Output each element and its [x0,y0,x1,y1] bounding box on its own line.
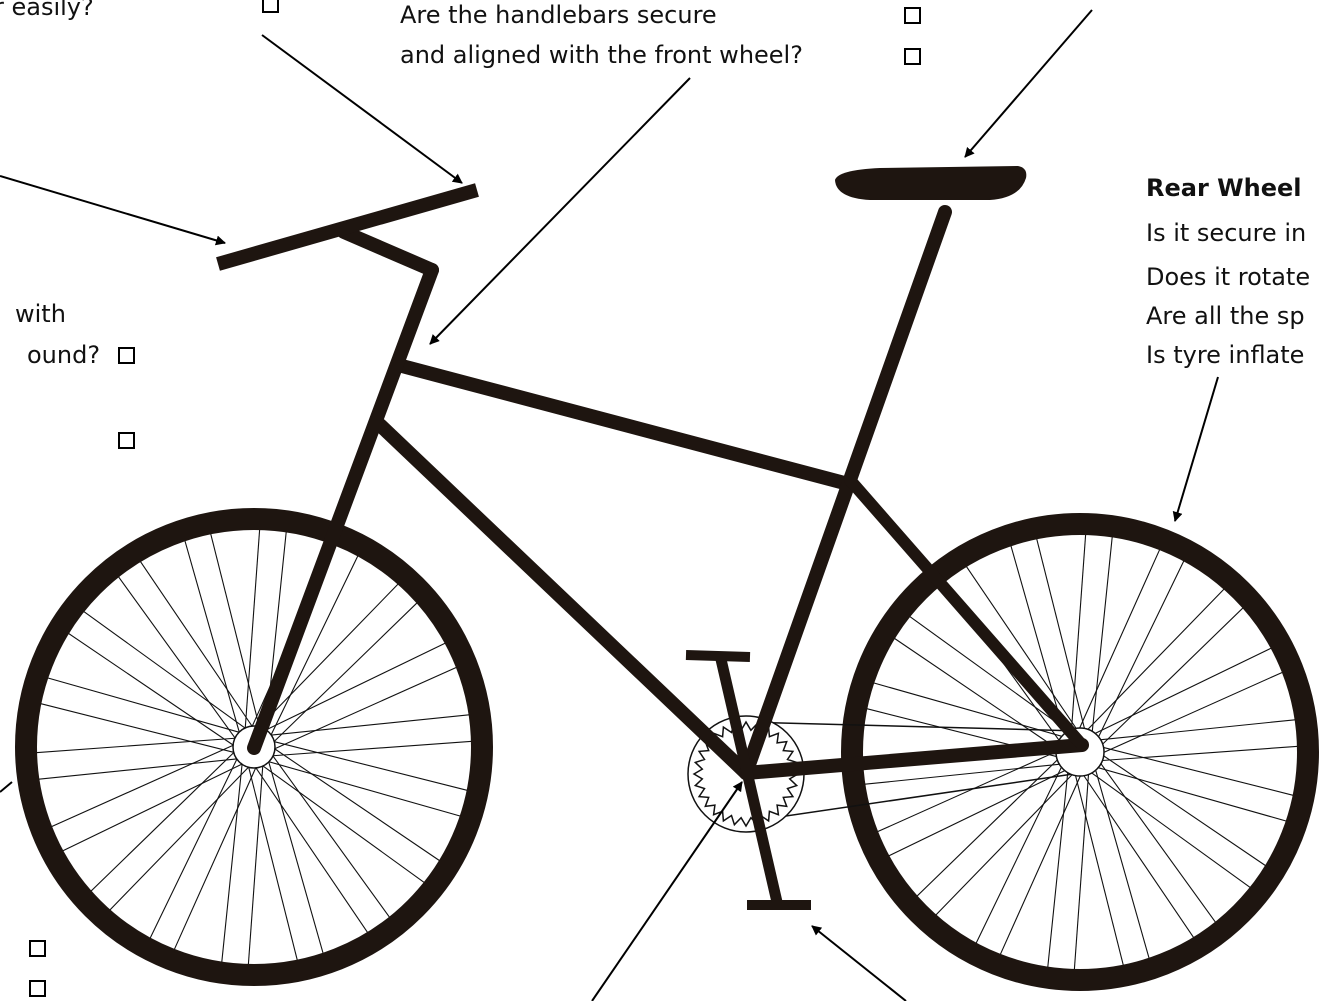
arrow-left-edge [0,782,12,792]
rear-spoke [1080,770,1195,940]
rear-spoke [1077,547,1161,734]
front-spoke [82,610,248,730]
front-spoke [272,747,442,862]
arrow-pedal [812,926,906,1001]
front-spoke [173,765,257,952]
rear-wheel-question-3: Are all the sp [1146,301,1305,332]
rear-spoke [965,564,1080,734]
arrow-chainring [592,782,742,1001]
checkbox-bottom-left-1[interactable] [29,940,46,957]
rear-wheel-title: Rear Wheel [1146,173,1301,204]
saddle [835,166,1026,200]
rear-spoke [1098,752,1268,867]
checkbox-handlebars-aligned[interactable] [904,48,921,65]
frame [254,212,1082,773]
arrow-rear-wheel [1175,377,1218,521]
left-text-2: ound? [27,340,100,371]
handlebars-question-2: and aligned with the front wheel? [400,40,803,71]
annotation-arrows [0,10,1218,1001]
rear-wheel-question-1: Is it secure in [1146,218,1306,249]
arrow-saddle [965,10,1092,157]
checkbox-top-left[interactable] [262,0,279,13]
rear-wheel-question-4: Is tyre inflate [1146,340,1304,371]
fork-and-head-tube [254,270,432,748]
rear-spoke [1096,559,1185,743]
rear-spoke [999,770,1083,957]
pedal-top [686,655,750,657]
checkbox-handlebars-secure[interactable] [904,7,921,24]
checkbox-bottom-left-2[interactable] [29,980,46,997]
rear-spoke [1086,769,1252,889]
checkbox-left-ground[interactable] [118,347,135,364]
seat-tube [746,212,945,773]
stem [344,232,432,270]
rear-wheel-question-2: Does it rotate [1146,262,1310,293]
rear-spoke [1089,647,1273,736]
front-spoke [61,763,245,852]
top-left-text: r easily? [0,0,94,23]
handlebars-question-1: Are the handlebars secure [400,0,717,31]
front-spoke [260,764,426,884]
front-spoke [49,744,236,828]
front-spoke [66,632,236,747]
arrow-handlebars [430,78,690,344]
handlebar [218,190,477,264]
front-spoke [149,756,238,940]
rear-spoke [887,768,1071,857]
checkbox-left-extra[interactable] [118,432,135,449]
front-spoke [139,559,254,729]
front-spoke [117,575,237,741]
left-text-1: with [15,299,66,330]
top-tube [402,366,852,485]
arrow-left-handlebar [0,176,225,243]
rear-spoke [1098,671,1285,755]
front-spoke [271,753,391,919]
rear-spoke [975,761,1064,945]
rear-spoke [1097,758,1217,924]
front-spoke [272,666,459,750]
front-spoke [254,765,369,935]
